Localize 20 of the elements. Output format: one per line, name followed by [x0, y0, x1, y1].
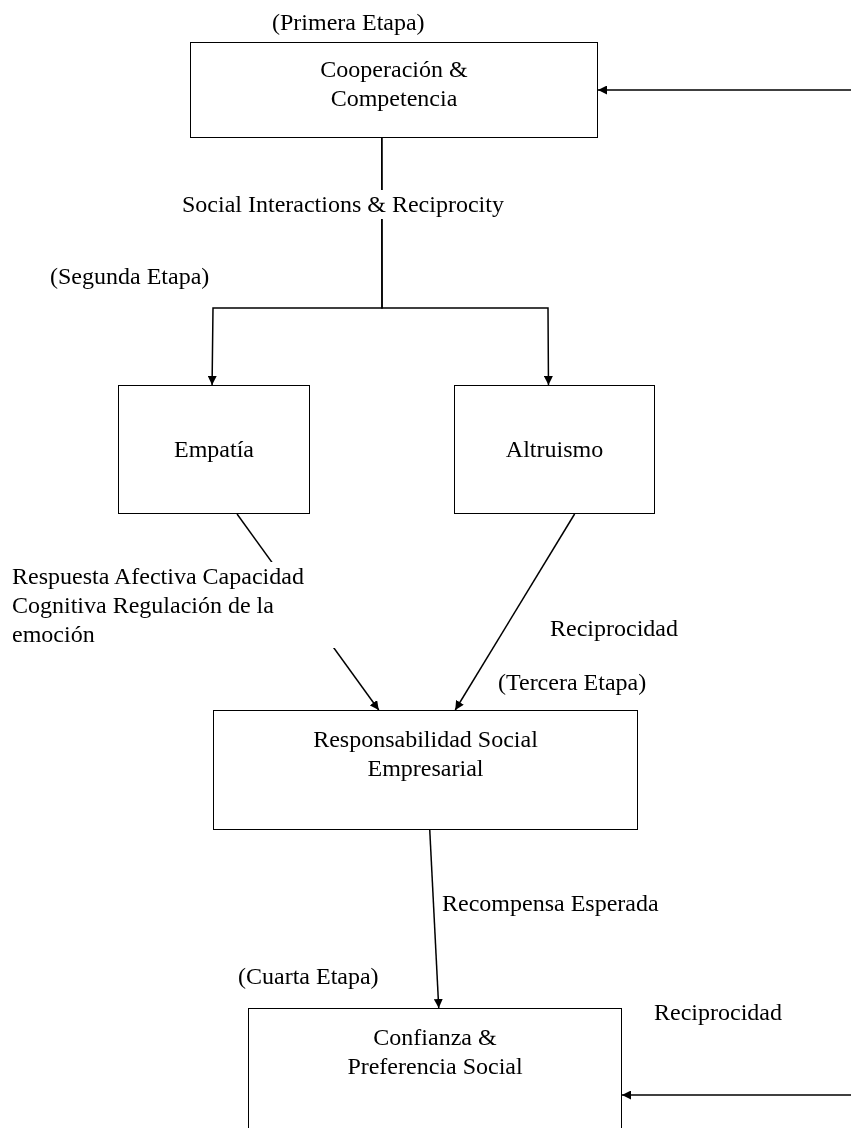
box-text: Empatía [174, 435, 254, 464]
arrow [429, 829, 443, 1009]
stage-label: (Primera Etapa) [272, 8, 425, 37]
stage-label: (Segunda Etapa) [50, 262, 210, 291]
arrow [454, 513, 576, 711]
arrow [381, 137, 553, 386]
process-box [248, 1008, 622, 1128]
process-box [118, 385, 310, 514]
box-text: Confianza & Preferencia Social [346, 1023, 524, 1081]
process-box [190, 42, 598, 138]
process-box [213, 710, 638, 830]
arrow [621, 1090, 851, 1100]
box-text: Altruismo [505, 435, 604, 464]
stage-label: (Tercera Etapa) [498, 668, 647, 697]
process-box [454, 385, 655, 514]
edge-label: Social Interactions & Reciprocity [182, 190, 504, 219]
stage-label: (Cuarta Etapa) [238, 962, 379, 991]
box-text: Responsabilidad Social Empresarial [312, 725, 539, 783]
arrow [597, 85, 851, 95]
box-text: Cooperación & Competencia [319, 55, 469, 113]
